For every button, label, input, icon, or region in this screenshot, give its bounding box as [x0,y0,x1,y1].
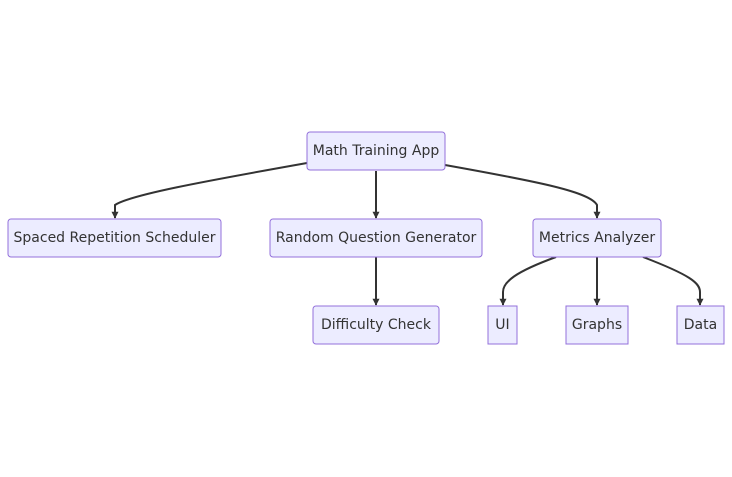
edge-app-to-spaced-repetition-scheduler [111,162,308,219]
node-graphs[interactable]: Graphs [565,305,629,345]
node-data[interactable]: Data [676,305,725,345]
node-difficulty-check[interactable]: Difficulty Check [312,305,440,345]
edge-app-to-metrics-analyzer [444,164,601,219]
node-label: UI [495,317,509,333]
edges-layer [111,162,704,306]
edge-metrics-analyzer-to-data [642,256,704,306]
node-label: Graphs [572,317,622,333]
node-math-training-app[interactable]: Math Training App [306,131,446,171]
node-ui[interactable]: UI [487,305,518,345]
node-metrics-analyzer[interactable]: Metrics Analyzer [532,218,662,258]
node-label: Random Question Generator [276,230,477,246]
edge-metrics-analyzer-to-ui [499,256,557,306]
node-label: Data [684,317,717,333]
node-label: Math Training App [313,143,440,159]
node-random-question-generator[interactable]: Random Question Generator [269,218,483,258]
node-label: Difficulty Check [321,317,432,333]
node-label: Spaced Repetition Scheduler [14,230,216,246]
node-spaced-repetition-scheduler[interactable]: Spaced Repetition Scheduler [7,218,222,258]
node-label: Metrics Analyzer [539,230,655,246]
